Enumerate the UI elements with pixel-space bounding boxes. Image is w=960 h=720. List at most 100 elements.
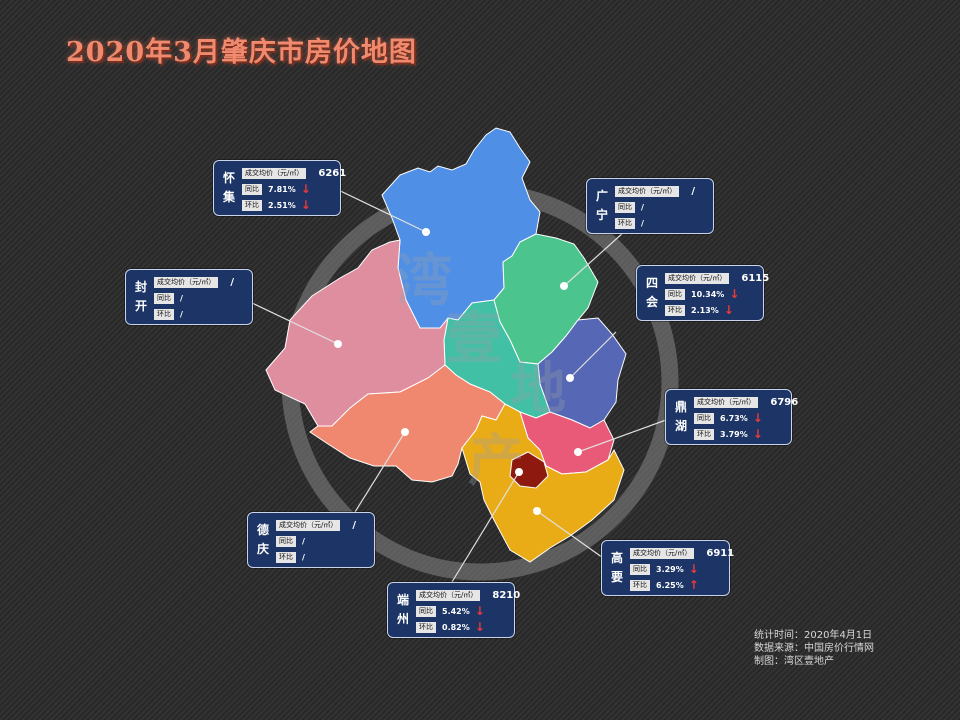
- leader-lines: [249, 185, 667, 583]
- dot-duanzhou: [515, 468, 523, 476]
- yoy-row: 同比 7.81% ↓: [242, 183, 311, 196]
- yoy-value: /: [302, 537, 305, 546]
- arrow-down-icon: ↓: [752, 411, 763, 425]
- mom-value: 3.79%: [720, 430, 748, 439]
- yoy-label: 同比: [242, 184, 262, 195]
- mom-value: 2.51%: [268, 201, 296, 210]
- yoy-value: /: [180, 294, 183, 303]
- district-name: 高要: [610, 551, 623, 584]
- arrow-down-icon: ↓: [688, 562, 699, 576]
- dot-deqing: [401, 428, 409, 436]
- page-title: 2020年3月肇庆市房价地图: [66, 37, 417, 68]
- leader-line-huaiji: [329, 185, 427, 233]
- mom-row: 环比 0.82% ↓: [416, 621, 485, 634]
- yoy-label: 同比: [416, 606, 436, 617]
- price-label: 成交均价（元/㎡）: [154, 277, 219, 288]
- mom-label: 环比: [242, 200, 262, 211]
- watermark-char: 湾: [396, 248, 452, 314]
- price-value: 6796: [770, 397, 799, 408]
- price-value: /: [352, 520, 357, 531]
- mom-row: 环比 2.51% ↓: [242, 199, 311, 212]
- location-dots: [334, 228, 582, 515]
- mom-label: 环比: [154, 309, 174, 320]
- dot-fengkai: [334, 340, 342, 348]
- leader-line-fengkai: [249, 301, 339, 345]
- price-label: 成交均价（元/㎡）: [416, 590, 481, 601]
- watermark-text: 湾 壹 地 产: [396, 248, 566, 494]
- price-label: 成交均价（元/㎡）: [276, 520, 341, 531]
- dot-huaiji: [422, 228, 430, 236]
- dot-sihui: [566, 374, 574, 382]
- info-card-deqing[interactable]: 德庆成交均价（元/㎡）/同比/环比/: [247, 512, 375, 568]
- yoy-row: 同比 3.29% ↓: [630, 563, 699, 576]
- yoy-value: 5.42%: [442, 607, 470, 616]
- price-row: 成交均价（元/㎡） /: [276, 519, 356, 532]
- yoy-label: 同比: [276, 536, 296, 547]
- footer-notes: 统计时间：2020年4月1日 数据来源：中国房价行情网 制图：湾区壹地产: [754, 629, 874, 668]
- yoy-label: 同比: [630, 564, 650, 575]
- watermark-char: 地: [510, 356, 566, 422]
- district-name: 怀集: [222, 171, 235, 204]
- region-gaoyao[interactable]: [461, 403, 625, 563]
- price-value: 6115: [741, 273, 770, 284]
- mom-label: 环比: [630, 580, 650, 591]
- price-row: 成交均价（元/㎡） 8210: [416, 589, 520, 602]
- price-value: /: [230, 277, 235, 288]
- leader-line-deqing: [354, 431, 406, 513]
- yoy-label: 同比: [615, 202, 635, 213]
- info-card-guangning[interactable]: 广宁成交均价（元/㎡）/同比/环比/: [586, 178, 714, 234]
- arrow-down-icon: ↓: [474, 620, 485, 634]
- mom-value: /: [302, 553, 305, 562]
- price-row: 成交均价（元/㎡） 6115: [665, 272, 769, 285]
- price-value: /: [691, 186, 696, 197]
- yoy-row: 同比 6.73% ↓: [694, 412, 763, 425]
- arrow-down-icon: ↓: [300, 182, 311, 196]
- region-duanzhou[interactable]: [509, 451, 549, 489]
- leader-line-gaoyao: [536, 510, 607, 561]
- info-card-fengkai[interactable]: 封开成交均价（元/㎡）/同比/环比/: [125, 269, 253, 325]
- arrow-down-icon: ↓: [752, 427, 763, 441]
- district-name: 封开: [134, 280, 147, 313]
- mom-value: 0.82%: [442, 623, 470, 632]
- yoy-value: 6.73%: [720, 414, 748, 423]
- district-name: 德庆: [256, 523, 269, 556]
- leader-line-dinghu: [577, 419, 667, 453]
- price-label: 成交均价（元/㎡）: [615, 186, 680, 197]
- arrow-down-icon: ↓: [723, 303, 734, 317]
- district-name: 四会: [645, 276, 658, 309]
- price-value: 6911: [706, 548, 735, 559]
- price-value: 6261: [318, 168, 347, 179]
- mom-label: 环比: [665, 305, 685, 316]
- region-deqing[interactable]: [309, 364, 506, 483]
- mom-row: 环比 /: [154, 308, 183, 321]
- arrow-down-icon: ↓: [300, 198, 311, 212]
- arrow-up-icon: ↑: [688, 578, 699, 592]
- yoy-row: 同比 /: [276, 535, 305, 548]
- mom-value: /: [180, 310, 183, 319]
- yoy-value: 7.81%: [268, 185, 296, 194]
- price-row: 成交均价（元/㎡） 6796: [694, 396, 798, 409]
- watermark-char: 壹: [446, 306, 502, 372]
- yoy-label: 同比: [694, 413, 714, 424]
- yoy-value: 3.29%: [656, 565, 684, 574]
- yoy-label: 同比: [665, 289, 685, 300]
- arrow-down-icon: ↓: [474, 604, 485, 618]
- mom-row: 环比 3.79% ↓: [694, 428, 763, 441]
- price-label: 成交均价（元/㎡）: [694, 397, 759, 408]
- mom-label: 环比: [416, 622, 436, 633]
- yoy-value: /: [641, 203, 644, 212]
- price-value: 8210: [492, 590, 521, 601]
- mom-value: /: [641, 219, 644, 228]
- data-source-text: 数据来源：中国房价行情网: [754, 643, 874, 654]
- price-row: 成交均价（元/㎡） /: [154, 276, 234, 289]
- watermark-char: 产: [468, 428, 524, 494]
- price-label: 成交均价（元/㎡）: [665, 273, 730, 284]
- mom-label: 环比: [694, 429, 714, 440]
